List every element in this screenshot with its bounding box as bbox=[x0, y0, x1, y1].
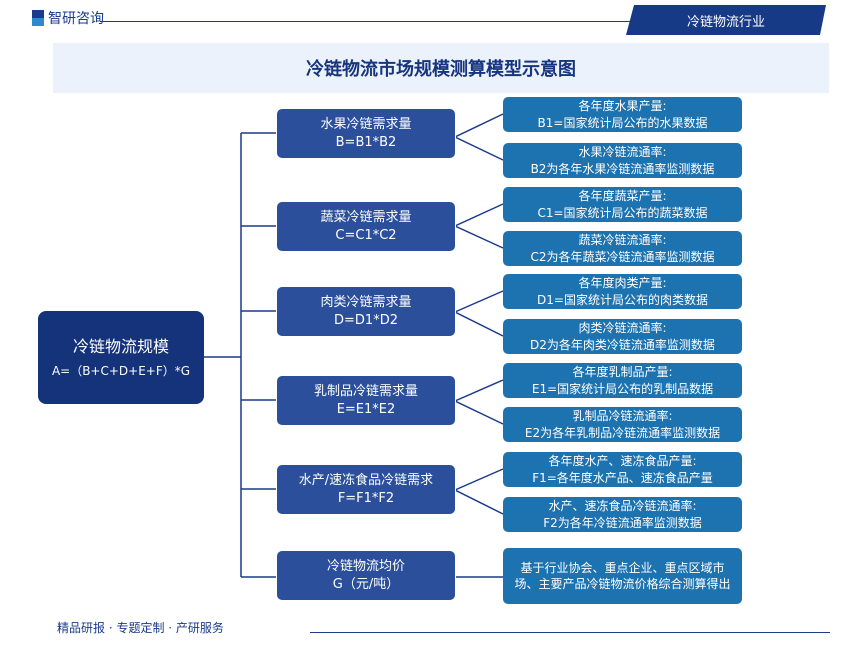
brand-name: 智研咨询 bbox=[48, 11, 104, 27]
leaf-node: 基于行业协会、重点企业、重点区域市场、主要产品冷链物流价格综合测算得出 bbox=[503, 548, 742, 604]
branch-meat: 肉类冷链需求量 D=D1*D2 bbox=[277, 287, 455, 336]
leaf-title: 各年度肉类产量: bbox=[578, 276, 667, 291]
branch-label: 冷链物流均价 bbox=[326, 558, 405, 574]
leaf-desc: E1=国家统计局公布的乳制品数据 bbox=[531, 381, 714, 396]
leaf-title: 蔬菜冷链流通率: bbox=[578, 233, 667, 248]
leaf-desc: E2为各年乳制品冷链流通率监测数据 bbox=[524, 425, 721, 440]
branch-formula: B=B1*B2 bbox=[335, 134, 397, 150]
leaf-desc: F1=各年度水产品、速冻食品产量 bbox=[532, 470, 713, 485]
leaf-title: 各年度乳制品产量: bbox=[572, 365, 673, 380]
logo-icon bbox=[32, 10, 44, 26]
leaf-node: 各年度水产、速冻食品产量:F1=各年度水产品、速冻食品产量 bbox=[503, 452, 742, 487]
branch-label: 蔬菜冷链需求量 bbox=[320, 209, 412, 225]
leaf-title: 水果冷链流通率: bbox=[578, 145, 667, 160]
leaf-node: 肉类冷链流通率:D2为各年肉类冷链流通率监测数据 bbox=[503, 319, 742, 354]
leaf-node: 各年度蔬菜产量:C1=国家统计局公布的蔬菜数据 bbox=[503, 187, 742, 222]
branch-formula: G（元/吨） bbox=[332, 576, 400, 592]
root-node: 冷链物流规模 A=（B+C+D+E+F）*G bbox=[38, 311, 204, 404]
branch-formula: E=E1*E2 bbox=[336, 401, 396, 417]
page-title: 冷链物流市场规模测算模型示意图 bbox=[53, 43, 829, 93]
branch-fruit: 水果冷链需求量 B=B1*B2 bbox=[277, 109, 455, 158]
root-formula: A=（B+C+D+E+F）*G bbox=[51, 364, 191, 379]
leaf-node: 乳制品冷链流通率:E2为各年乳制品冷链流通率监测数据 bbox=[503, 407, 742, 442]
leaf-desc: C2为各年蔬菜冷链流通率监测数据 bbox=[530, 249, 715, 264]
brand-logo: 智研咨询 bbox=[32, 8, 104, 28]
leaf-desc: C1=国家统计局公布的蔬菜数据 bbox=[537, 205, 708, 220]
branch-dairy: 乳制品冷链需求量 E=E1*E2 bbox=[277, 376, 455, 425]
branch-formula: C=C1*C2 bbox=[335, 227, 397, 243]
branch-seafood-frozen: 水产/速冻食品冷链需求 F=F1*F2 bbox=[277, 465, 455, 514]
leaf-node: 各年度肉类产量:D1=国家统计局公布的肉类数据 bbox=[503, 274, 742, 309]
leaf-node: 水果冷链流通率:B2为各年水果冷链流通率监测数据 bbox=[503, 143, 742, 178]
header-divider bbox=[100, 21, 630, 22]
leaf-title: 各年度水果产量: bbox=[578, 99, 667, 114]
leaf-desc: B2为各年水果冷链流通率监测数据 bbox=[530, 161, 715, 176]
leaf-title: 肉类冷链流通率: bbox=[578, 321, 667, 336]
branch-label: 水产/速冻食品冷链需求 bbox=[298, 472, 434, 488]
leaf-title: 水产、速冻食品冷链流通率: bbox=[548, 499, 697, 514]
leaf-node: 各年度乳制品产量:E1=国家统计局公布的乳制品数据 bbox=[503, 363, 742, 398]
leaf-title: 乳制品冷链流通率: bbox=[572, 409, 673, 424]
leaf-node: 蔬菜冷链流通率:C2为各年蔬菜冷链流通率监测数据 bbox=[503, 231, 742, 266]
leaf-desc: 基于行业协会、重点企业、重点区域市场、主要产品冷链物流价格综合测算得出 bbox=[514, 560, 731, 591]
leaf-title: 各年度水产、速冻食品产量: bbox=[548, 454, 697, 469]
leaf-desc: D1=国家统计局公布的肉类数据 bbox=[537, 292, 708, 307]
branch-vegetable: 蔬菜冷链需求量 C=C1*C2 bbox=[277, 202, 455, 251]
leaf-node: 水产、速冻食品冷链流通率:F2为各年冷链流通率监测数据 bbox=[503, 497, 742, 532]
leaf-node: 各年度水果产量:B1=国家统计局公布的水果数据 bbox=[503, 97, 742, 132]
footer-tagline: 精品研报 · 专题定制 · 产研服务 bbox=[57, 621, 224, 635]
leaf-desc: D2为各年肉类冷链流通率监测数据 bbox=[530, 337, 715, 352]
branch-label: 肉类冷链需求量 bbox=[320, 294, 412, 310]
branch-formula: D=D1*D2 bbox=[334, 312, 398, 328]
leaf-desc: F2为各年冷链流通率监测数据 bbox=[543, 515, 702, 530]
branch-price: 冷链物流均价 G（元/吨） bbox=[277, 551, 455, 600]
branch-label: 乳制品冷链需求量 bbox=[313, 383, 418, 399]
root-label: 冷链物流规模 bbox=[72, 336, 169, 356]
branch-formula: F=F1*F2 bbox=[337, 490, 395, 506]
leaf-desc: B1=国家统计局公布的水果数据 bbox=[537, 115, 708, 130]
industry-tab: 冷链物流行业 bbox=[626, 5, 826, 35]
footer-divider bbox=[310, 632, 830, 633]
leaf-title: 各年度蔬菜产量: bbox=[578, 189, 667, 204]
branch-label: 水果冷链需求量 bbox=[320, 116, 412, 132]
